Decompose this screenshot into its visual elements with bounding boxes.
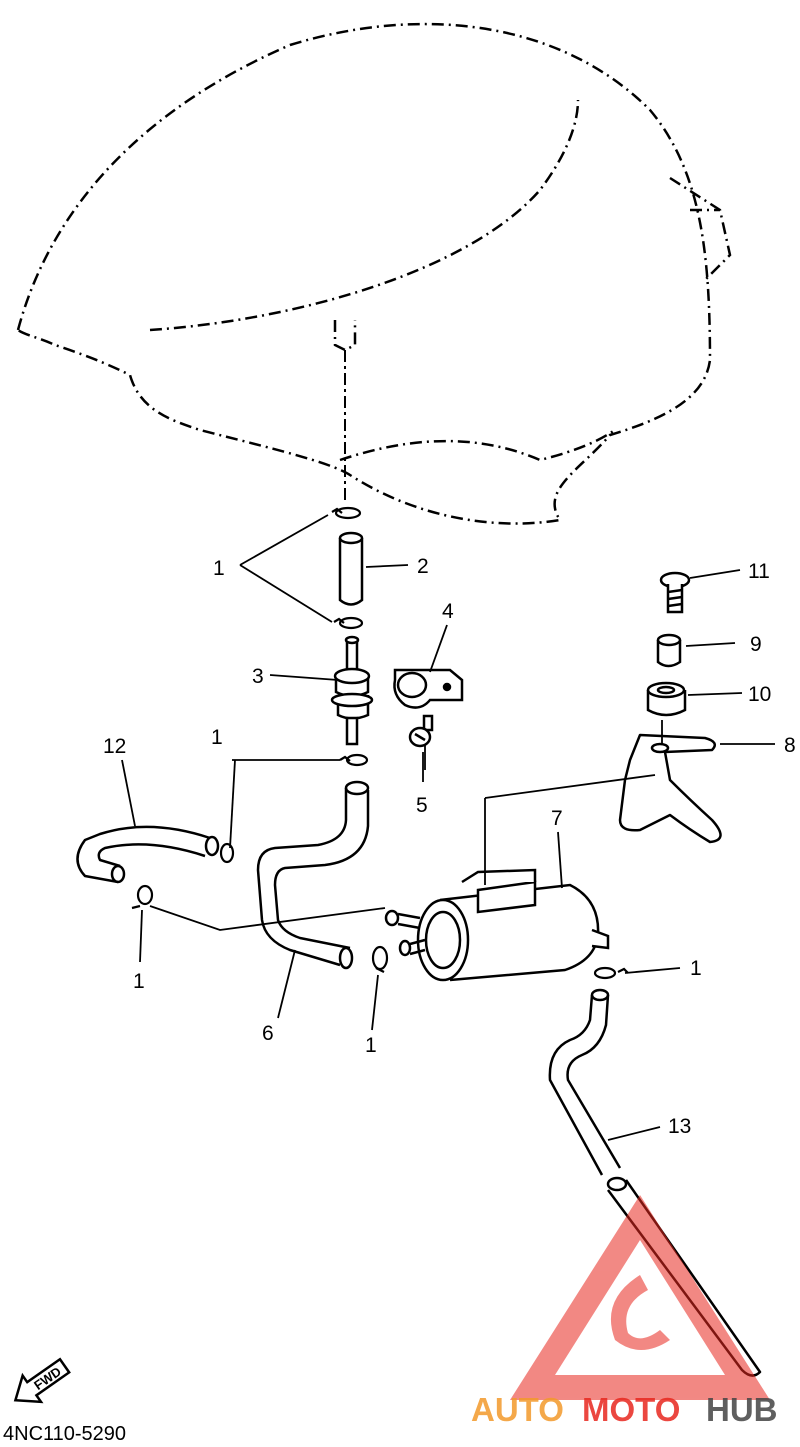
callout-1-bottom: 1 [365, 1034, 377, 1057]
charcoal-canister-part-7 [384, 868, 610, 982]
forward-arrow-icon: FWD [13, 1357, 71, 1404]
grommet-part-10 [646, 681, 687, 717]
callout-3: 3 [252, 665, 264, 688]
fuel-tank-outline [16, 22, 732, 525]
fuel-hose-part-6 [256, 780, 370, 970]
callout-1-mid: 1 [211, 726, 223, 749]
callout-1-left: 1 [133, 970, 145, 993]
diagram-code: 4NC110-5290 [3, 1423, 126, 1445]
callout-7: 7 [551, 807, 563, 830]
clip-part-1-d [219, 842, 235, 864]
assembly-centerlines [149, 720, 663, 931]
callout-1-right: 1 [690, 957, 702, 980]
clip-part-1-f [371, 945, 389, 973]
fuel-valve-part-3 [330, 635, 374, 746]
callout-4: 4 [442, 600, 454, 623]
leader-lines [121, 514, 775, 1141]
collar-part-9 [656, 633, 682, 668]
clip-part-1-a [331, 506, 362, 520]
clip-part-1-b [333, 616, 364, 630]
watermark-text: AUTO MOTO HUB [471, 1391, 778, 1428]
watermark-moto: MOTO [582, 1391, 680, 1428]
clip-part-1-g [593, 966, 629, 980]
callout-5: 5 [416, 794, 428, 817]
callout-12: 12 [103, 735, 126, 758]
watermark-auto: AUTO [471, 1391, 564, 1428]
callout-1-top: 1 [213, 557, 225, 580]
watermark-triangle-icon [510, 1195, 770, 1400]
callout-2: 2 [417, 555, 429, 578]
watermark-letter-icon [610, 1275, 670, 1350]
clip-part-1-e [131, 884, 154, 910]
bracket-part-8 [618, 733, 722, 844]
callout-6: 6 [262, 1022, 274, 1045]
bolt-part-11 [659, 571, 691, 614]
callout-labels: 1 2 3 4 5 1 12 1 6 1 7 8 9 10 11 1 13 [103, 555, 796, 1138]
watermark-logo [510, 1195, 770, 1400]
clip-part-1-c [339, 753, 369, 767]
hose-holder-part-4 [393, 668, 464, 709]
callout-9: 9 [750, 633, 762, 656]
callout-11: 11 [748, 560, 770, 583]
screw-part-5 [408, 714, 434, 748]
callout-13: 13 [668, 1115, 691, 1138]
hose-part-2 [338, 531, 364, 606]
callout-8: 8 [784, 734, 796, 757]
callout-10: 10 [748, 683, 771, 706]
watermark-hub: HUB [706, 1391, 778, 1428]
breather-hose-part-12 [76, 825, 220, 884]
